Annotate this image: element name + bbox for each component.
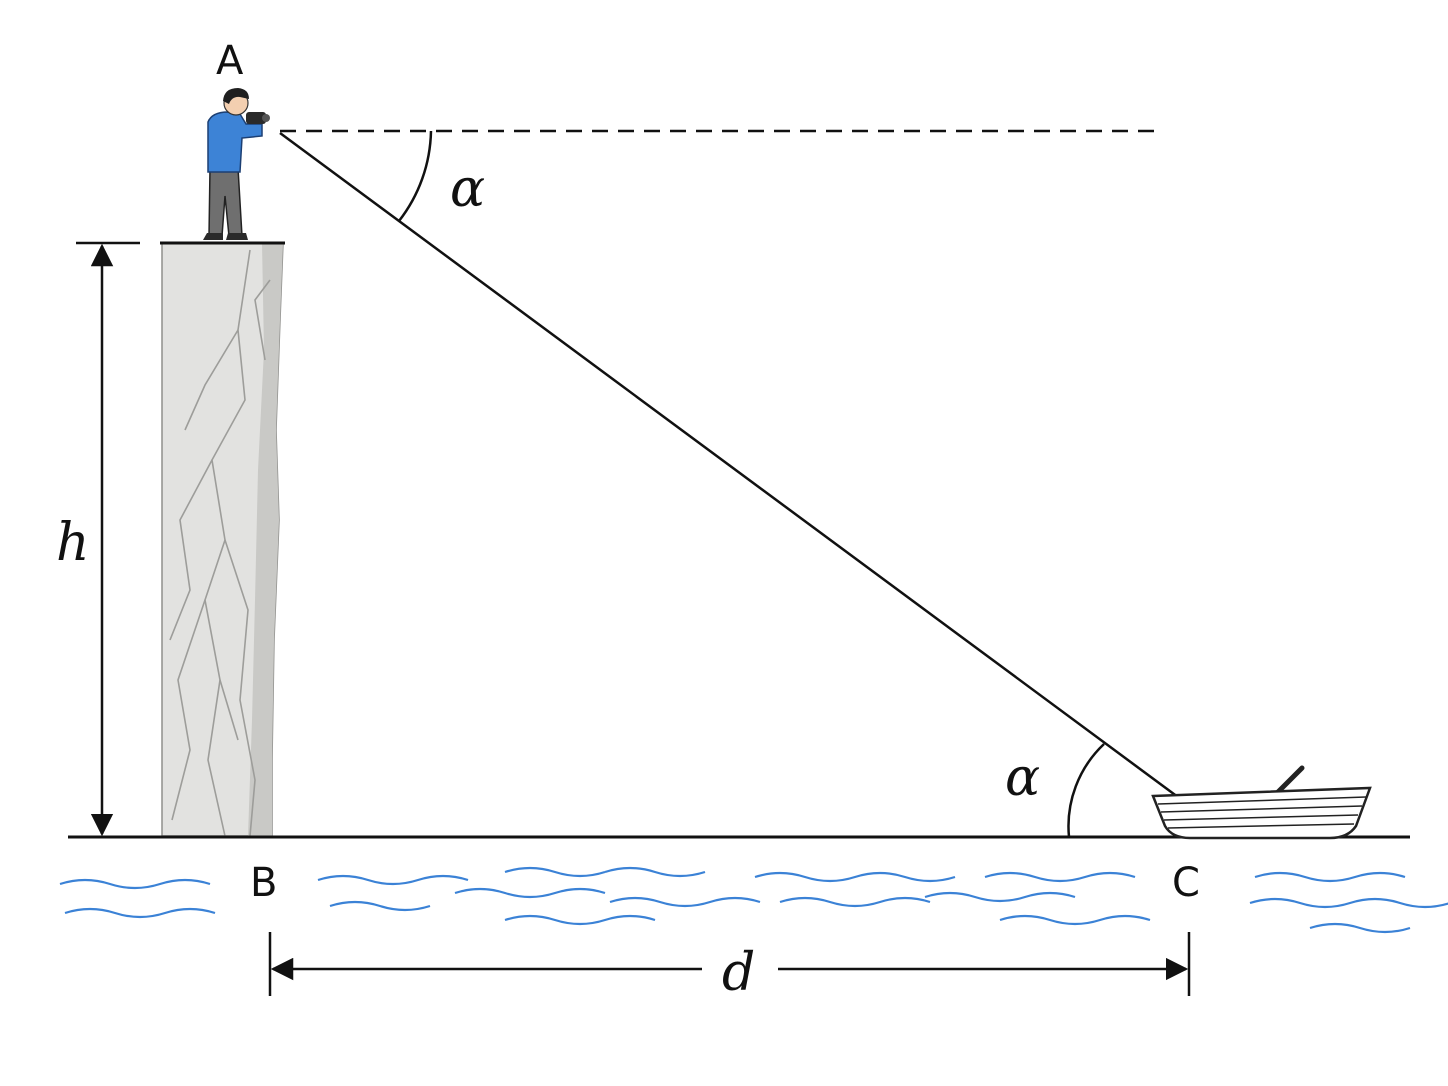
depression-angle-arc bbox=[398, 130, 433, 222]
rowboat-icon bbox=[1151, 765, 1372, 840]
point-label-c: C bbox=[1172, 860, 1200, 906]
depression-angle-label: α bbox=[450, 159, 485, 219]
elevation-angle-arc bbox=[1067, 743, 1105, 838]
height-dimension bbox=[76, 241, 140, 837]
point-label-a: A bbox=[216, 38, 244, 84]
cliff-rock-icon bbox=[160, 241, 285, 837]
elevation-angle-label: α bbox=[1005, 748, 1040, 808]
distance-dimension bbox=[268, 932, 1191, 996]
point-label-b: B bbox=[250, 860, 277, 906]
height-label: h bbox=[56, 513, 90, 573]
water-waves-icon bbox=[59, 866, 1448, 934]
line-of-sight bbox=[279, 131, 1183, 802]
distance-label: d bbox=[722, 943, 755, 1003]
person-with-binoculars-icon bbox=[203, 88, 270, 240]
